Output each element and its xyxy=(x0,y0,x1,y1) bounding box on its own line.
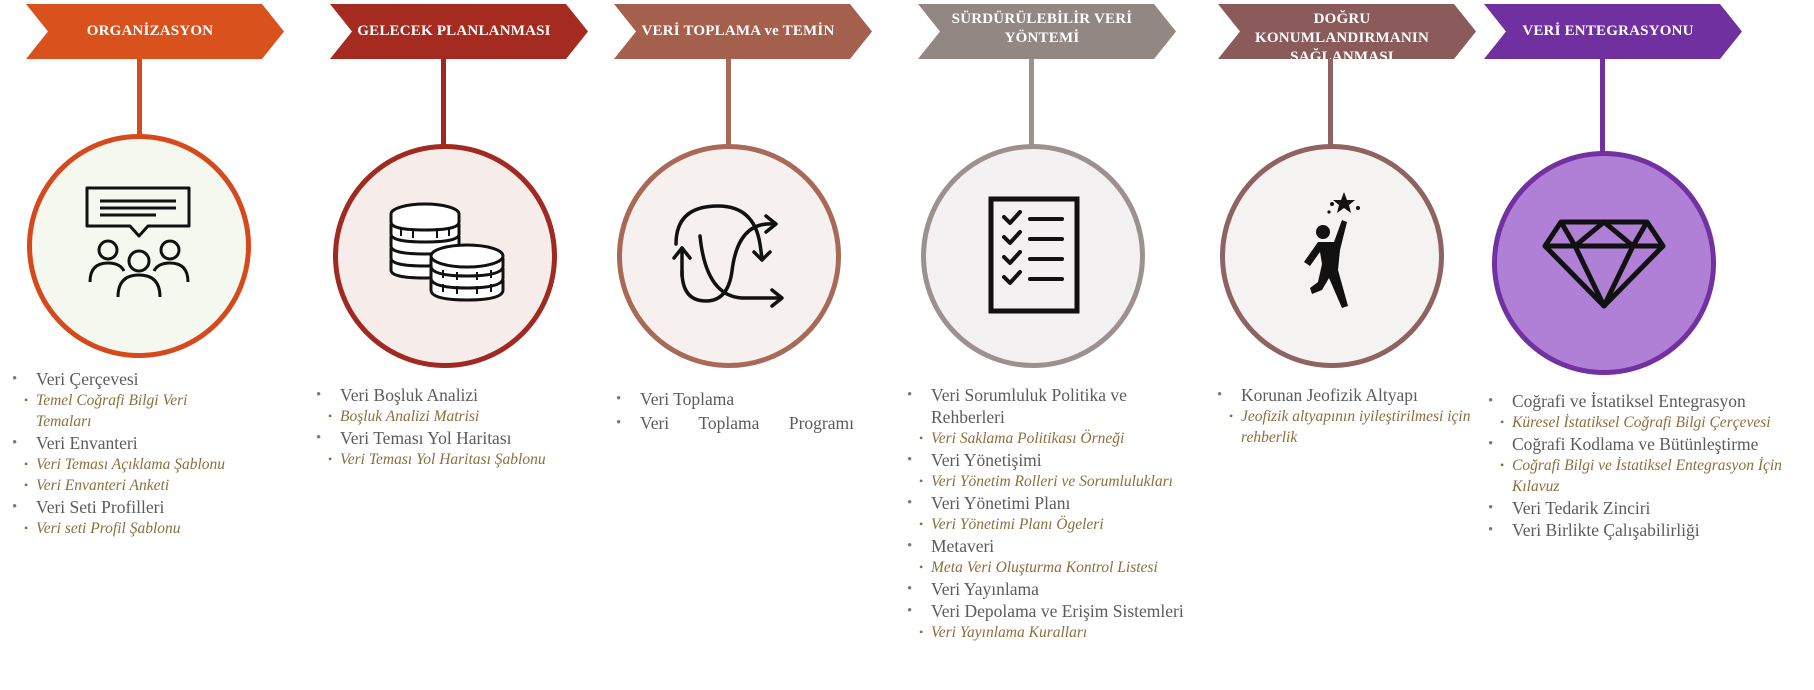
list-subitem: Veri Saklama Politikası Örneği xyxy=(905,428,1205,449)
list-item: Veri Tedarik Zinciri xyxy=(1486,497,1806,519)
list-item: Veri Teması Yol Haritası xyxy=(314,427,584,449)
item-list: Veri Çerçevesi Temel Coğrafi Bilgi Veri … xyxy=(10,368,240,539)
list-item: Veri Sorumluluk Politika ve Rehberleri xyxy=(905,384,1205,428)
banner-title: VERİ ENTEGRASYONU xyxy=(1522,23,1694,39)
stage-circle xyxy=(1492,151,1716,375)
list-item: Coğrafi ve İstatiksel Entegrasyon xyxy=(1486,390,1806,412)
list-subitem: Küresel İstatiksel Coğrafi Bilgi Çerçeve… xyxy=(1486,412,1806,433)
list-item: Veri Envanteri xyxy=(10,432,240,454)
column-surdurulebilir: SÜRDÜRÜLEBİLİR VERİ YÖNTEMİ Veri Sorumlu… xyxy=(895,0,1225,690)
column-organizasyon: ORGANİZASYON Veri Çerçevesi Temel Coğraf… xyxy=(0,0,284,690)
meeting-people-icon xyxy=(85,186,191,298)
banner-toplama: VERİ TOPLAMA ve TEMİN xyxy=(614,4,872,59)
list-subitem: Veri seti Profil Şablonu xyxy=(10,518,240,539)
banner-title: ORGANİZASYON xyxy=(86,23,214,39)
item-list: Veri Toplama Veri Toplama Programı xyxy=(614,388,854,434)
list-subitem: Temel Coğrafi Bilgi Veri Temaları xyxy=(10,390,240,432)
banner-arrow-shape xyxy=(1484,4,1742,59)
diamond-icon xyxy=(1542,219,1666,309)
item-list: Veri Boşluk Analizi Boşluk Analizi Matri… xyxy=(314,384,584,470)
banner-konum: DOĞRU KONUMLANDIRMANIN SAĞLANMASI xyxy=(1218,4,1476,65)
banner-surdurulebilir: SÜRDÜRÜLEBİLİR VERİ YÖNTEMİ xyxy=(918,4,1176,59)
column-gelecek: GELECEK PLANLANMASI Veri Boşluk Analizi … xyxy=(300,0,590,690)
list-item: Veri Yönetişimi xyxy=(905,449,1205,471)
list-subitem: Jeofizik altyapının iyileştirilmesi için… xyxy=(1215,406,1485,448)
banner-arrow-shape xyxy=(1218,4,1476,59)
list-subitem: Meta Veri Oluşturma Kontrol Listesi xyxy=(905,557,1205,578)
stage-circle xyxy=(921,144,1145,368)
list-subitem: Veri Teması Açıklama Şablonu xyxy=(10,454,240,475)
list-subitem: Veri Yönetimi Planı Ögeleri xyxy=(905,514,1205,535)
banner-arrow-shape xyxy=(614,4,872,59)
coins-icon xyxy=(389,202,505,302)
list-item: Veri Yayınlama xyxy=(905,578,1205,600)
banner-title: DOĞRU KONUMLANDIRMANIN SAĞLANMASI xyxy=(1254,11,1430,65)
list-item: Veri Toplama xyxy=(614,388,854,410)
connector-stem xyxy=(1600,59,1605,154)
stage-circle xyxy=(617,144,841,368)
list-item: Veri Birlikte Çalışabilirliği xyxy=(1486,519,1806,541)
item-list: Veri Sorumluluk Politika ve Rehberleri V… xyxy=(905,384,1205,643)
list-item: Veri Boşluk Analizi xyxy=(314,384,584,406)
connector-stem xyxy=(441,59,446,146)
banner-arrow-shape xyxy=(26,4,284,59)
list-subitem: Coğrafi Bilgi ve İstatiksel Entegrasyon … xyxy=(1486,455,1806,497)
item-list: Korunan Jeofizik Altyapı Jeofizik altyap… xyxy=(1215,384,1485,448)
list-item: Veri Çerçevesi xyxy=(10,368,240,390)
connector-stem xyxy=(137,59,142,136)
banner-arrow-shape xyxy=(330,4,588,59)
list-item: Veri Toplama Programı xyxy=(614,412,854,434)
stage-circle xyxy=(27,134,251,358)
list-item: Metaveri xyxy=(905,535,1205,557)
list-item: Veri Seti Profilleri xyxy=(10,496,240,518)
connector-stem xyxy=(1328,59,1333,146)
banner-entegrasyon: VERİ ENTEGRASYONU xyxy=(1484,4,1742,59)
list-subitem: Boşluk Analizi Matrisi xyxy=(314,406,584,427)
column-konum: DOĞRU KONUMLANDIRMANIN SAĞLANMASI Koruna… xyxy=(1200,0,1500,690)
list-subitem: Veri Envanteri Anketi xyxy=(10,475,240,496)
list-item-text: Veri Toplama Programı xyxy=(640,413,854,433)
connector-stem xyxy=(726,59,731,146)
list-subitem: Veri Teması Yol Haritası Şablonu xyxy=(314,449,584,470)
list-item: Korunan Jeofizik Altyapı xyxy=(1215,384,1485,406)
reaching-star-icon xyxy=(1304,192,1360,308)
banner-title: VERİ TOPLAMA ve TEMİN xyxy=(641,23,835,39)
list-item: Veri Yönetimi Planı xyxy=(905,492,1205,514)
list-subitem: Veri Yönetim Rolleri ve Sorumlulukları xyxy=(905,471,1205,492)
column-entegrasyon: VERİ ENTEGRASYONU Coğrafi ve İstatiksel … xyxy=(1484,0,1814,690)
column-toplama: VERİ TOPLAMA ve TEMİN Veri Toplama Veri … xyxy=(600,0,890,690)
banner-arrow-shape xyxy=(918,4,1176,59)
banner-organizasyon: ORGANİZASYON xyxy=(26,4,284,59)
list-item: Veri Depolama ve Erişim Sistemleri xyxy=(905,600,1205,622)
connector-stem xyxy=(1029,59,1034,146)
list-subitem: Veri Yayınlama Kuralları xyxy=(905,622,1205,643)
list-item: Coğrafi Kodlama ve Bütünleştirme xyxy=(1486,433,1806,455)
banner-title: SÜRDÜRÜLEBİLİR VERİ YÖNTEMİ xyxy=(951,11,1133,46)
banner-gelecek: GELECEK PLANLANMASI xyxy=(330,4,588,59)
banner-title: GELECEK PLANLANMASI xyxy=(357,23,551,39)
checklist-icon xyxy=(988,196,1080,314)
shuffle-arrows-icon xyxy=(672,204,784,308)
item-list: Coğrafi ve İstatiksel Entegrasyon Kürese… xyxy=(1486,390,1806,541)
